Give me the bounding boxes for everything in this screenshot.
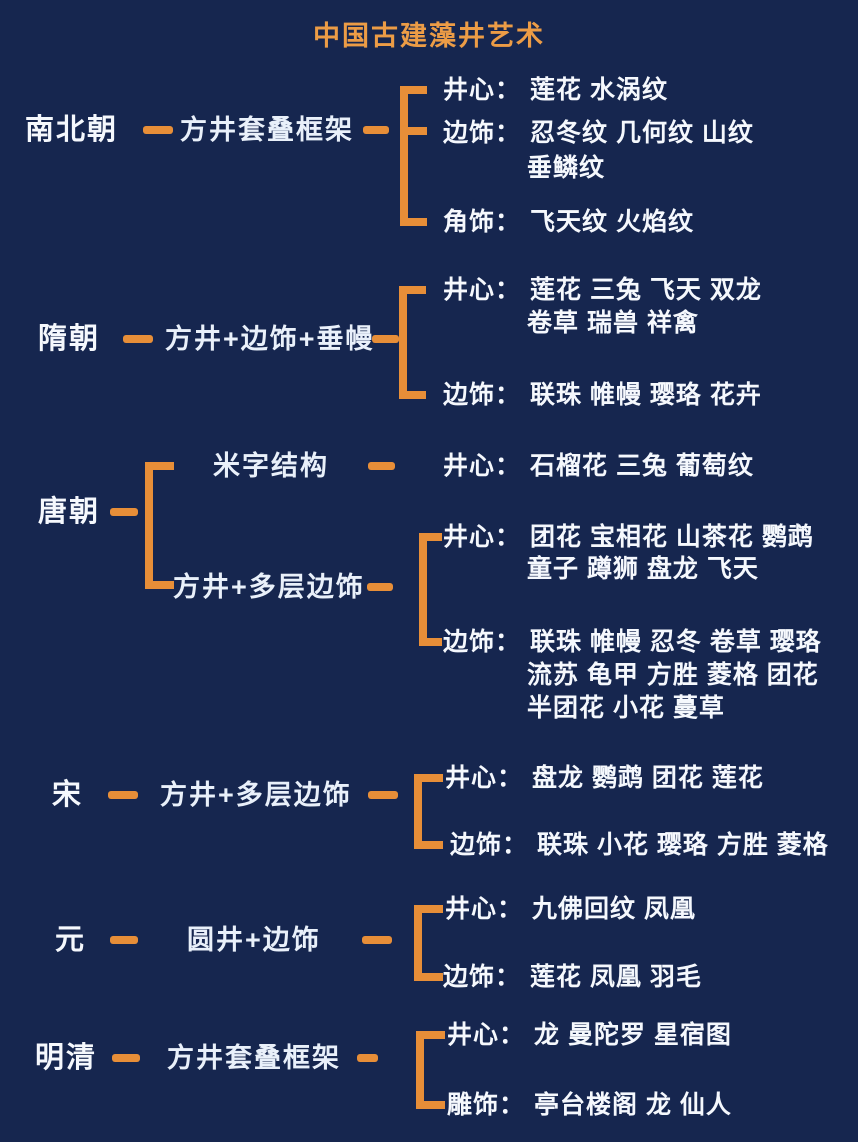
connector-dash — [110, 936, 138, 944]
group-line: 九佛回纹 凤凰 — [532, 895, 696, 923]
structure-label: 方井+多层边饰 — [173, 572, 365, 602]
bracket-line — [414, 905, 422, 981]
group-line: 流苏 龟甲 方胜 菱格 团花 — [527, 661, 819, 689]
group-line: 盘龙 鹦鹉 团花 莲花 — [532, 764, 764, 792]
group-row: 边饰： 联珠 帷幔 忍冬 卷草 璎珞 — [443, 625, 822, 659]
group-line: 亭台楼阁 龙 仙人 — [534, 1091, 732, 1119]
bracket-arm — [421, 973, 443, 981]
group-label: 井心： — [447, 1021, 526, 1049]
group-label: 井心： — [443, 452, 522, 480]
bracket-arm — [152, 581, 174, 589]
bracket-arm — [423, 1031, 445, 1039]
group-label: 边饰： — [443, 963, 522, 991]
group-line: 石榴花 三兔 葡萄纹 — [530, 452, 754, 480]
bracket-arm — [423, 1101, 445, 1109]
dynasty-label-nanbeichao: 南北朝 — [25, 114, 119, 146]
connector-dash — [368, 791, 398, 799]
group-line: 联珠 小花 璎珞 方胜 菱格 — [537, 831, 829, 859]
bracket-arm — [426, 533, 442, 541]
bracket-line — [399, 286, 407, 399]
connector-dash — [357, 1054, 378, 1062]
bracket-line — [400, 86, 408, 226]
bracket-arm — [152, 462, 174, 470]
dynasty-label-sui: 隋朝 — [38, 323, 101, 355]
connector-dash — [123, 335, 153, 343]
group-row: 井心： 盘龙 鹦鹉 团花 莲花 — [445, 761, 764, 795]
group-row: 井心： 龙 曼陀罗 星宿图 — [447, 1018, 732, 1052]
bracket-arm — [407, 218, 427, 226]
connector-dash — [362, 936, 392, 944]
bracket-arm — [421, 774, 443, 782]
connector-dash — [363, 126, 389, 134]
structure-label: 米字结构 — [213, 451, 329, 481]
group-line: 垂鳞纹 — [527, 154, 606, 182]
group-label: 井心： — [443, 276, 522, 304]
group-line: 团花 宝相花 山茶花 鹦鹉 — [530, 523, 814, 551]
group-line: 莲花 水涡纹 — [530, 76, 668, 104]
bracket-arm — [426, 638, 442, 646]
group-row: 雕饰： 亭台楼阁 龙 仙人 — [447, 1088, 732, 1122]
group-row: 边饰： 忍冬纹 几何纹 山纹 — [443, 116, 754, 150]
connector-dash — [110, 508, 138, 516]
group-row: 井心： 石榴花 三兔 葡萄纹 — [443, 449, 754, 483]
connector-dash — [143, 126, 173, 134]
group-label: 井心： — [445, 764, 524, 792]
structure-label: 方井+边饰+垂幔 — [165, 324, 375, 354]
dynasty-label-song: 宋 — [52, 779, 84, 811]
group-label: 井心： — [443, 523, 522, 551]
group-label: 边饰： — [443, 119, 522, 147]
group-line: 联珠 帷幔 忍冬 卷草 璎珞 — [530, 628, 822, 656]
group-row: 井心： 团花 宝相花 山茶花 鹦鹉 — [443, 520, 814, 554]
bracket-arm — [407, 86, 427, 94]
group-row: 井心： 九佛回纹 凤凰 — [445, 892, 696, 926]
bracket-arm — [421, 841, 443, 849]
structure-label: 方井+多层边饰 — [160, 780, 352, 810]
dynasty-label-mingqing: 明清 — [35, 1042, 98, 1074]
group-label: 边饰： — [450, 831, 529, 859]
group-line: 童子 蹲狮 盘龙 飞天 — [527, 555, 759, 583]
group-row: 边饰： 联珠 小花 璎珞 方胜 菱格 — [450, 828, 829, 862]
connector-dash — [368, 462, 395, 470]
bracket-arm — [406, 286, 426, 294]
structure-label: 方井套叠框架 — [167, 1043, 341, 1073]
bracket-line — [414, 774, 422, 849]
bracket-line — [419, 533, 427, 646]
group-label: 边饰： — [443, 381, 522, 409]
connector-dash — [367, 583, 393, 591]
bracket-arm — [406, 391, 426, 399]
group-line: 莲花 凤凰 羽毛 — [530, 963, 702, 991]
diagram-title: 中国古建藻井艺术 — [313, 21, 545, 51]
group-line: 莲花 三兔 飞天 双龙 — [530, 276, 762, 304]
connector-dash — [372, 335, 399, 343]
group-row: 角饰： 飞天纹 火焰纹 — [443, 205, 694, 239]
group-line: 联珠 帷幔 璎珞 花卉 — [530, 381, 762, 409]
bracket-arm — [421, 905, 443, 913]
structure-label: 方井套叠框架 — [180, 115, 354, 145]
bracket-arm — [407, 127, 427, 135]
group-label: 雕饰： — [447, 1091, 526, 1119]
group-label: 边饰： — [443, 628, 522, 656]
dynasty-label-tang: 唐朝 — [38, 496, 101, 528]
connector-dash — [112, 1054, 140, 1062]
group-label: 井心： — [445, 895, 524, 923]
group-line: 忍冬纹 几何纹 山纹 — [530, 119, 754, 147]
group-line: 半团花 小花 蔓草 — [527, 694, 725, 722]
bracket-line — [145, 462, 153, 589]
connector-dash — [108, 791, 138, 799]
group-line: 飞天纹 火焰纹 — [530, 208, 694, 236]
group-row: 井心： 莲花 三兔 飞天 双龙 — [443, 273, 762, 307]
dynasty-label-yuan: 元 — [55, 924, 87, 956]
group-label: 角饰： — [443, 208, 522, 236]
group-row: 边饰： 联珠 帷幔 璎珞 花卉 — [443, 378, 762, 412]
group-line: 龙 曼陀罗 星宿图 — [534, 1021, 732, 1049]
group-row: 边饰： 莲花 凤凰 羽毛 — [443, 960, 702, 994]
bracket-line — [416, 1031, 424, 1109]
structure-label: 圆井+边饰 — [187, 925, 321, 955]
group-label: 井心： — [443, 76, 522, 104]
group-row: 井心： 莲花 水涡纹 — [443, 73, 668, 107]
group-line: 卷草 瑞兽 祥禽 — [527, 309, 699, 337]
